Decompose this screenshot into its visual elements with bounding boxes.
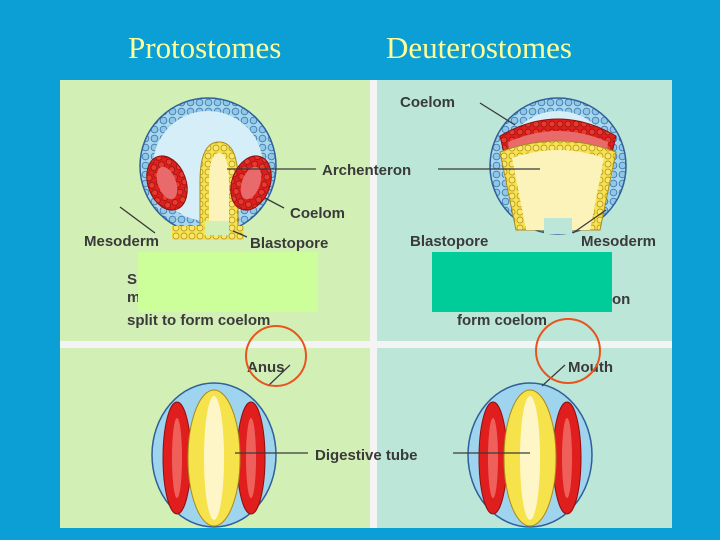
embryo-comparison-figure: Coelom Archenteron Coelom Mesoderm Blast…	[60, 80, 672, 528]
deuterostome-larva	[467, 382, 593, 528]
label-anus: Anus	[247, 359, 285, 376]
protostome-gastrula	[139, 97, 277, 240]
slide-heading-deuterostomes: Deuterostomes	[386, 30, 572, 65]
slide-heading-protostomes: Protostomes	[128, 30, 282, 65]
leader-lines	[119, 102, 607, 454]
protostome-larva	[151, 382, 277, 528]
panel-divider-horizontal	[60, 341, 672, 348]
deuterostome-caption-line-3: form coelom	[457, 312, 547, 329]
protostome-caption-cover	[138, 252, 318, 312]
label-archenteron: Archenteron	[322, 162, 411, 179]
label-blastopore-right: Blastopore	[410, 233, 488, 250]
protostome-caption-line-2: m	[127, 289, 140, 306]
deuterostome-gastrula	[489, 97, 627, 235]
highlight-circle-anus	[245, 325, 307, 387]
label-coelom-left: Coelom	[290, 205, 345, 222]
protostome-caption-line-3: split to form coelom	[127, 312, 270, 329]
protostome-caption-line-1: S	[127, 271, 137, 288]
label-digestive-tube: Digestive tube	[315, 447, 418, 464]
deuterostome-caption-line-2: on	[612, 291, 630, 308]
highlight-circle-mouth	[535, 318, 601, 384]
label-coelom-top: Coelom	[400, 94, 455, 111]
label-mouth: Mouth	[568, 359, 613, 376]
label-mesoderm-right: Mesoderm	[581, 233, 656, 250]
label-mesoderm-left: Mesoderm	[84, 233, 159, 250]
deuterostome-caption-cover	[432, 252, 612, 312]
panel-divider-vertical	[370, 80, 377, 528]
label-blastopore-left: Blastopore	[250, 235, 328, 252]
